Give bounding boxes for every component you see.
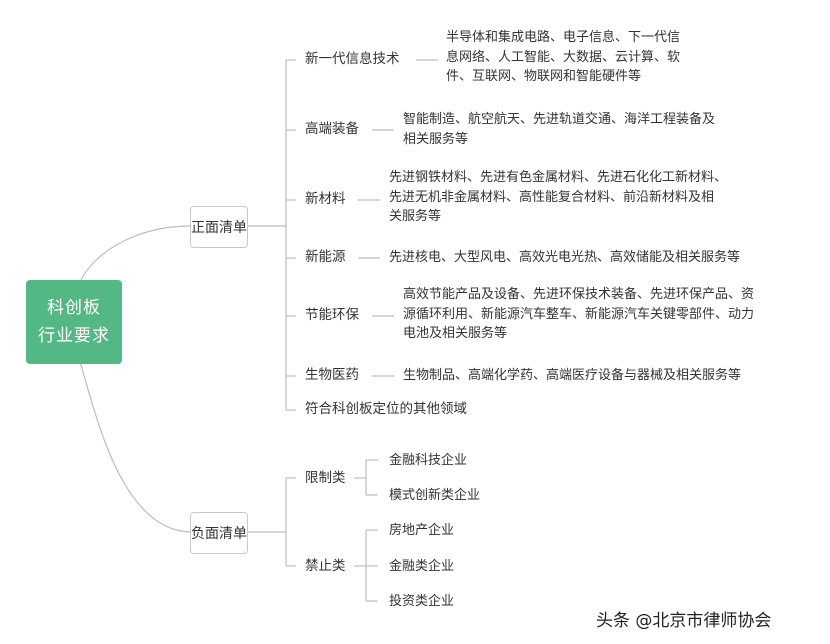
detail-text: 息网络、人工智能、大数据、云计算、软 xyxy=(446,50,681,65)
detail-text: 关服务等 xyxy=(389,209,442,224)
group-item: 金融科技企业 xyxy=(389,453,468,468)
detail-text: 生物制品、高端化学药、高端医疗设备与器械及相关服务等 xyxy=(403,368,742,383)
category-label: 新一代信息技术 xyxy=(305,51,400,67)
positive-list-node: 正面清单 xyxy=(190,206,248,248)
root-line1: 科创板 xyxy=(47,298,101,318)
group-item: 房地产企业 xyxy=(389,523,455,538)
group-item: 投资类企业 xyxy=(389,594,455,609)
group-label: 限制类 xyxy=(305,470,346,486)
group-item: 模式创新类企业 xyxy=(389,488,481,503)
group-item: 金融类企业 xyxy=(389,559,455,574)
root-node: 科创板 行业要求 xyxy=(26,280,122,364)
detail-text: 先进钢铁材料、先进有色金属材料、先进石化化工新材料、 xyxy=(389,170,728,185)
detail-text: 智能制造、航空航天、先进轨道交通、海洋工程装备及 xyxy=(403,112,716,127)
category-label: 符合科创板定位的其他领域 xyxy=(305,401,467,417)
watermark: 头条 @北京市律师协会 xyxy=(596,611,772,631)
category-label: 高端装备 xyxy=(305,121,359,137)
detail-text: 半导体和集成电路、电子信息、下一代信 xyxy=(446,30,681,45)
category-label: 节能环保 xyxy=(305,307,359,323)
detail-text: 电池及相关服务等 xyxy=(403,326,508,341)
category-label: 生物医药 xyxy=(305,367,359,383)
detail-text: 源循环利用、新能源汽车整车、新能源汽车关键零部件、动力 xyxy=(403,307,755,322)
category-label: 新能源 xyxy=(305,249,346,265)
detail-text: 先进无机非金属材料、高性能复合材料、前沿新材料及相 xyxy=(389,190,715,205)
category-label: 新材料 xyxy=(305,191,346,207)
group-label: 禁止类 xyxy=(305,558,346,574)
detail-text: 先进核电、大型风电、高效光电光热、高效储能及相关服务等 xyxy=(389,250,741,265)
negative-list-label: 负面清单 xyxy=(191,526,247,542)
detail-text: 高效节能产品及设备、先进环保技术装备、先进环保产品、资 xyxy=(403,287,755,302)
negative-list-node: 负面清单 xyxy=(190,512,248,554)
root-line2: 行业要求 xyxy=(38,326,110,346)
positive-list-label: 正面清单 xyxy=(191,220,247,236)
detail-text: 件、互联网、物联网和智能硬件等 xyxy=(446,69,642,84)
detail-text: 相关服务等 xyxy=(403,132,469,147)
